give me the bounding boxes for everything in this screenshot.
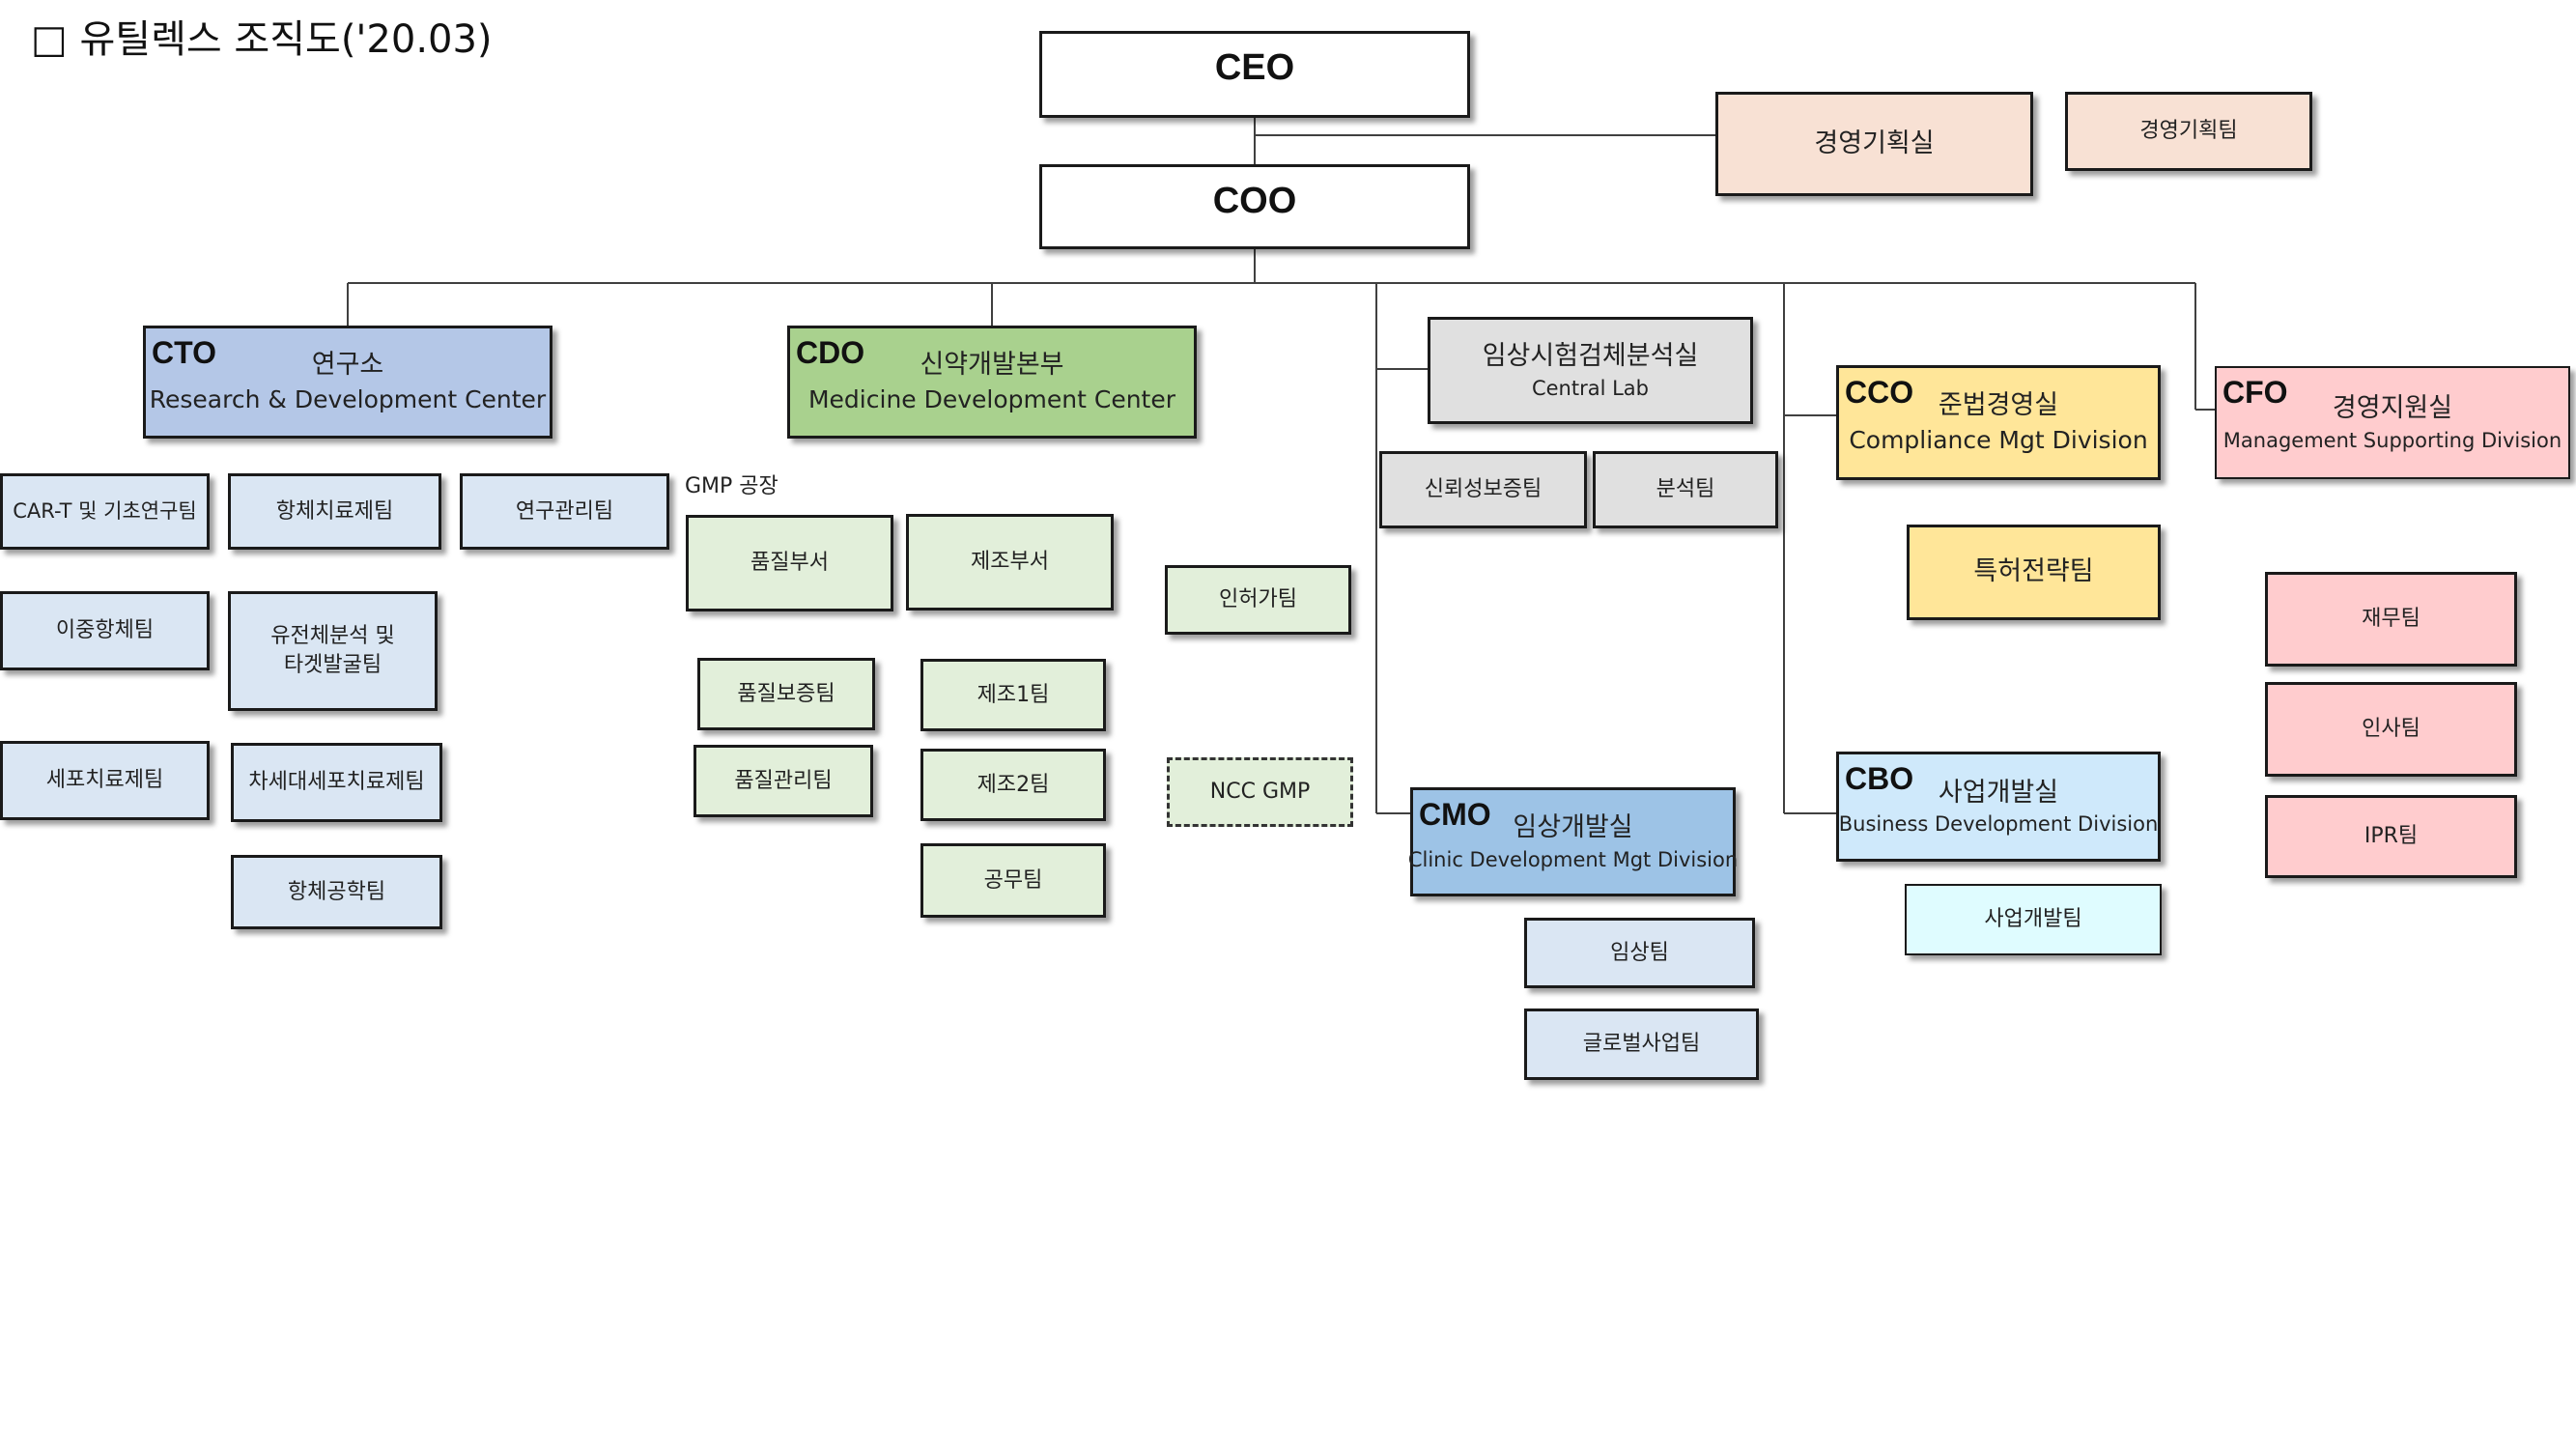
cart-team-box: CAR-T 및 기초연구팀 xyxy=(0,473,210,550)
qc-team-label: 품질관리팀 xyxy=(734,768,833,793)
clinical-team-label: 임상팀 xyxy=(1610,940,1669,965)
hr-team-box: 인사팀 xyxy=(2265,682,2517,777)
mfg-dept-box: 제조부서 xyxy=(906,514,1114,611)
central-lab-name-en: Central Lab xyxy=(1531,376,1650,400)
central-lab-box: 임상시험검체분석실 Central Lab xyxy=(1428,317,1753,424)
ipr-team-label: IPR팀 xyxy=(2364,824,2419,849)
research-mgmt-team-label: 연구관리팀 xyxy=(515,498,614,524)
cfo-division-box: CFO 경영지원실 Management Supporting Division xyxy=(2215,366,2570,479)
cto-tag: CTO xyxy=(152,335,216,370)
global-biz-team-box: 글로벌사업팀 xyxy=(1524,1009,1759,1080)
engineering-team-box: 공무팀 xyxy=(920,843,1106,918)
license-team-box: 인허가팀 xyxy=(1165,565,1351,635)
ceo-label: CEO xyxy=(1214,47,1295,88)
cto-division-name: 연구소 xyxy=(311,350,384,381)
cco-tag: CCO xyxy=(1845,375,1914,410)
cmo-division-name: 임상개발실 xyxy=(1513,812,1633,843)
cco-division-name-en: Compliance Mgt Division xyxy=(1849,425,2148,454)
cfo-tag: CFO xyxy=(2222,375,2288,410)
clinical-team-box: 임상팀 xyxy=(1524,918,1755,988)
cto-division-box: CTO 연구소 Research & Development Center xyxy=(143,326,552,439)
global-biz-team-label: 글로벌사업팀 xyxy=(1582,1032,1701,1057)
genome-team-box: 유전체분석 및 타겟발굴팀 xyxy=(228,591,438,711)
bizdev-team-box: 사업개발팀 xyxy=(1905,884,2162,955)
finance-team-box: 재무팀 xyxy=(2265,572,2517,667)
bispecific-team-box: 이중항체팀 xyxy=(0,591,210,670)
research-mgmt-team-box: 연구관리팀 xyxy=(460,473,669,550)
cbo-division-name: 사업개발실 xyxy=(1938,777,2059,808)
mgmt-planning-office-label: 경영기획실 xyxy=(1814,128,1935,158)
cdo-division-name: 신약개발본부 xyxy=(920,350,1064,381)
mgmt-planning-team-box: 경영기획팀 xyxy=(2065,92,2312,171)
qa-team-box: 품질보증팀 xyxy=(697,658,875,730)
cdo-tag: CDO xyxy=(796,335,865,370)
gmp-plant-label: GMP 공장 xyxy=(685,474,778,498)
patent-team-label: 특허전략팀 xyxy=(1973,556,2094,587)
coo-label: COO xyxy=(1212,181,1297,221)
coo-box: COO xyxy=(1039,164,1470,249)
analysis-team-box: 분석팀 xyxy=(1593,451,1778,528)
qc-team-box: 품질관리팀 xyxy=(694,745,873,817)
cdo-division-name-en: Medicine Development Center xyxy=(807,384,1176,413)
ipr-team-box: IPR팀 xyxy=(2265,795,2517,878)
cart-team-label: CAR-T 및 기초연구팀 xyxy=(13,499,197,524)
ceo-box: CEO xyxy=(1039,31,1470,118)
antibody-team-box: 항체치료제팀 xyxy=(228,473,441,550)
mfg1-team-box: 제조1팀 xyxy=(920,659,1106,731)
bizdev-team-label: 사업개발팀 xyxy=(1984,907,2082,932)
cbo-tag: CBO xyxy=(1845,761,1914,796)
antibody-eng-team-label: 항체공학팀 xyxy=(287,879,386,904)
cmo-division-box: CMO 임상개발실 Clinic Development Mgt Divisio… xyxy=(1407,787,1739,896)
mgmt-planning-team-label: 경영기획팀 xyxy=(2139,119,2238,144)
genome-team-label-2: 타겟발굴팀 xyxy=(283,653,382,677)
genome-team-label-1: 유전체분석 및 xyxy=(270,624,395,649)
cell-therapy-team-label: 세포치료제팀 xyxy=(45,768,164,793)
cdo-division-box: CDO 신약개발본부 Medicine Development Center xyxy=(787,326,1197,439)
nextgen-cell-team-label: 차세대세포치료제팀 xyxy=(248,770,425,795)
mfg2-team-label: 제조2팀 xyxy=(977,772,1050,797)
finance-team-label: 재무팀 xyxy=(2362,607,2420,632)
cell-therapy-team-box: 세포치료제팀 xyxy=(0,741,210,820)
central-lab-name: 임상시험검체분석실 xyxy=(1482,341,1699,372)
mfg2-team-box: 제조2팀 xyxy=(920,749,1106,821)
cco-division-box: CCO 준법경영실 Compliance Mgt Division xyxy=(1836,365,2161,480)
antibody-team-label: 항체치료제팀 xyxy=(275,498,394,524)
mgmt-planning-office-box: 경영기획실 xyxy=(1715,92,2033,196)
cmo-tag: CMO xyxy=(1419,797,1491,832)
cbo-division-box: CBO 사업개발실 Business Development Division xyxy=(1836,752,2161,862)
reliability-team-label: 신뢰성보증팀 xyxy=(1424,477,1543,502)
ncc-gmp-label: NCC GMP xyxy=(1209,780,1311,805)
engineering-team-label: 공무팀 xyxy=(983,867,1043,893)
nextgen-cell-team-box: 차세대세포치료제팀 xyxy=(231,743,442,822)
mfg-dept-label: 제조부서 xyxy=(971,550,1049,575)
ncc-gmp-box: NCC GMP xyxy=(1167,757,1353,827)
reliability-team-box: 신뢰성보증팀 xyxy=(1379,451,1587,528)
qa-team-label: 품질보증팀 xyxy=(737,681,835,706)
quality-dept-box: 품질부서 xyxy=(686,515,893,611)
cbo-division-name-en: Business Development Division xyxy=(1838,812,2159,837)
page-title: □ 유틸렉스 조직도('20.03) xyxy=(31,17,493,62)
hr-team-label: 인사팀 xyxy=(2362,717,2420,742)
analysis-team-label: 분석팀 xyxy=(1656,477,1715,502)
cfo-division-name: 경영지원실 xyxy=(2332,393,2453,424)
cmo-division-name-en: Clinic Development Mgt Division xyxy=(1407,847,1739,871)
cto-division-name-en: Research & Development Center xyxy=(149,384,547,413)
cfo-division-name-en: Management Supporting Division xyxy=(2222,428,2562,452)
patent-team-box: 특허전략팀 xyxy=(1907,525,2161,620)
quality-dept-label: 품질부서 xyxy=(750,551,829,576)
antibody-eng-team-box: 항체공학팀 xyxy=(231,855,442,929)
cco-division-name: 준법경영실 xyxy=(1938,390,2059,421)
bispecific-team-label: 이중항체팀 xyxy=(55,618,155,643)
mfg1-team-label: 제조1팀 xyxy=(977,682,1050,707)
license-team-label: 인허가팀 xyxy=(1219,587,1297,612)
